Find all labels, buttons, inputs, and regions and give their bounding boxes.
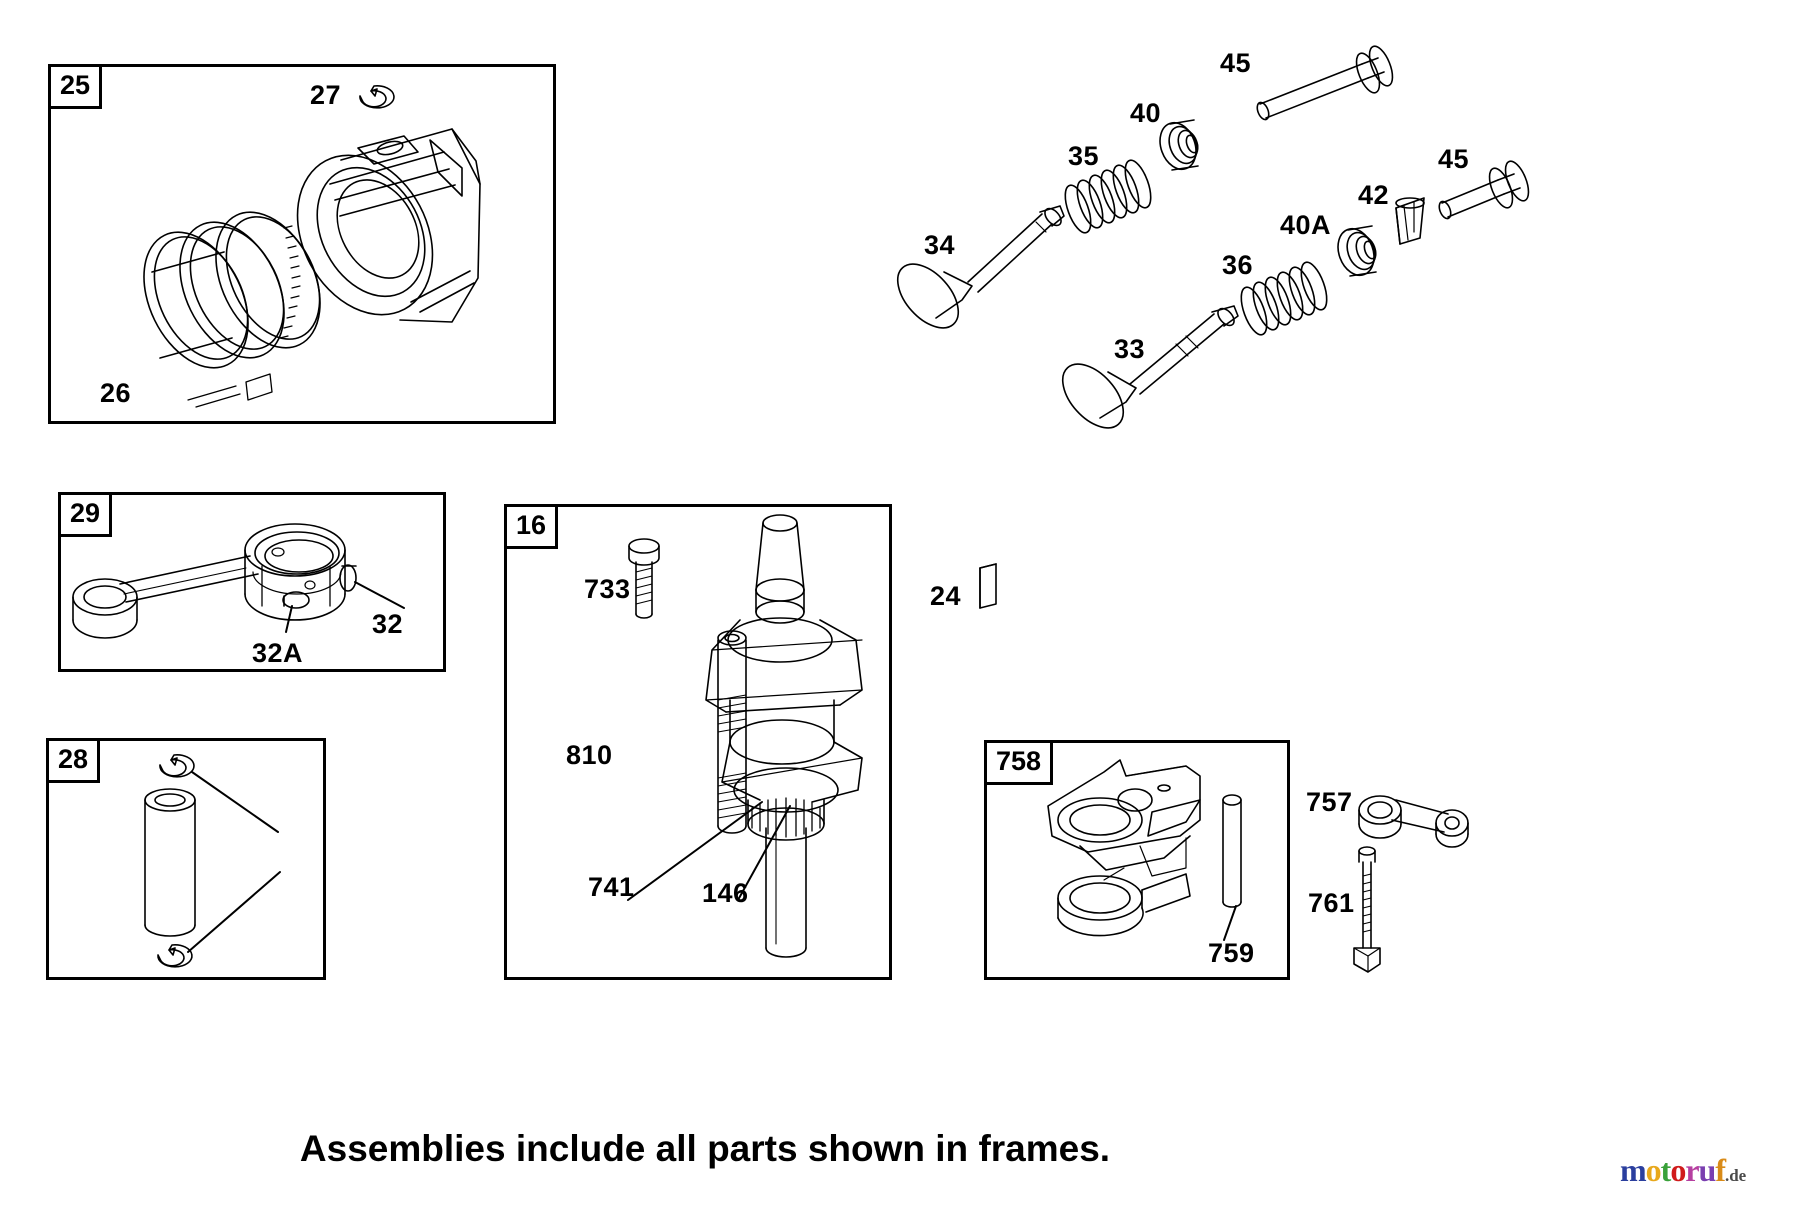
callout-146: 146	[702, 878, 749, 908]
frame-16: 16	[504, 504, 892, 980]
frame-758: 758	[984, 740, 1290, 980]
callout-761: 761	[1308, 888, 1355, 918]
callout-45-right: 45	[1438, 144, 1470, 174]
spring-retainer-40-art	[1154, 118, 1202, 175]
callout-27-piston: 27	[310, 80, 342, 110]
callout-24: 24	[930, 581, 962, 611]
frame-tag-758: 758	[984, 740, 1054, 785]
callout-35: 35	[1068, 141, 1100, 171]
valve-33-art	[1051, 306, 1238, 439]
tappet-45-top-art	[1255, 43, 1397, 121]
logo-letter-1: m	[1620, 1152, 1647, 1188]
callout-32a: 32A	[252, 638, 304, 668]
frame-25: 25	[48, 64, 556, 424]
callout-34: 34	[924, 230, 956, 260]
governor-bolt-761-art	[1354, 847, 1380, 972]
callout-40: 40	[1130, 98, 1162, 128]
callout-33: 33	[1114, 334, 1146, 364]
flywheel-key-24-art	[980, 564, 996, 608]
callout-45-top: 45	[1220, 48, 1252, 78]
frame-tag-25: 25	[48, 64, 103, 109]
logo-tld: .de	[1724, 1166, 1747, 1185]
logo-letter-5: r	[1685, 1152, 1699, 1188]
callout-36: 36	[1222, 250, 1254, 280]
diagram-caption: Assemblies include all parts shown in fr…	[299, 1128, 1111, 1169]
callout-733: 733	[584, 574, 631, 604]
callout-40a: 40A	[1280, 210, 1332, 240]
callout-26: 26	[100, 378, 132, 408]
frame-tag-16: 16	[504, 504, 559, 549]
callout-741: 741	[588, 872, 635, 902]
callout-810: 810	[566, 740, 613, 770]
frame-tag-29: 29	[58, 492, 113, 537]
callout-759: 759	[1208, 938, 1255, 968]
logo-letter-4: o	[1670, 1152, 1686, 1188]
motoruf-logo: motoruf.de	[1620, 1152, 1746, 1189]
logo-letter-7: f	[1715, 1152, 1726, 1188]
valve-keeper-42-art	[1396, 198, 1424, 244]
frame-tag-28: 28	[46, 738, 101, 783]
callout-757: 757	[1306, 787, 1353, 817]
frame-28: 28	[46, 738, 326, 980]
governor-lever-757-art	[1359, 796, 1468, 847]
logo-letter-3: t	[1660, 1152, 1672, 1188]
spring-retainer-40a-art	[1332, 224, 1380, 281]
logo-letter-2: o	[1645, 1152, 1662, 1188]
frame-29: 29	[58, 492, 446, 672]
valve-34-art	[886, 206, 1064, 339]
callout-32: 32	[372, 609, 404, 639]
callout-42: 42	[1358, 180, 1390, 210]
logo-letter-6: u	[1698, 1152, 1717, 1188]
